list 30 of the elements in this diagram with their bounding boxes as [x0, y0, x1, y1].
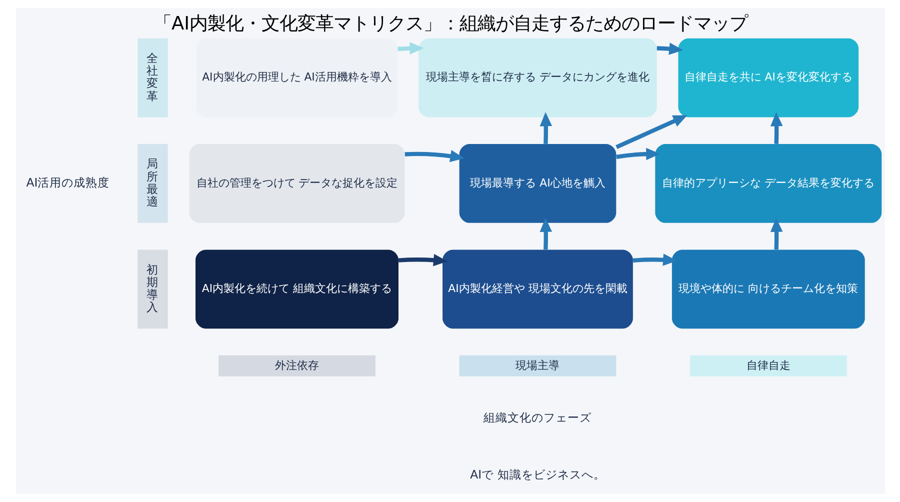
- node-box: 初期導入: [137, 250, 168, 329]
- arrow: [770, 218, 782, 250]
- arrow: [632, 254, 677, 266]
- arrow: [615, 115, 687, 150]
- label: AI活用の成熟度: [26, 176, 110, 190]
- arrow: [656, 42, 683, 55]
- node-box: 全社変革: [137, 38, 168, 118]
- arrow: [404, 150, 464, 162]
- node-box: 現境や体的に 向けるチーム化を知策: [671, 250, 864, 329]
- node-box: 自律自走を共に AIを変化変化する: [678, 38, 858, 118]
- label: AIで 知識をビジネスへ。: [470, 467, 605, 482]
- node-box: 局所最適: [137, 144, 168, 223]
- label: 組織文化のフェーズ: [483, 410, 592, 424]
- arrow: [539, 112, 552, 144]
- arrow: [539, 218, 552, 250]
- diagram-title: 「AI内製化・文化変革マトリクス」：組織が自走するためのロードマップ: [152, 14, 748, 35]
- node-box: 自社の管理をつけて データな捉化を設定: [188, 144, 404, 223]
- arrow: [616, 148, 660, 160]
- node-box: AI内製化経営や 現場文化の先を閑載: [442, 250, 632, 329]
- arrow: [397, 42, 424, 54]
- node-box: AI内製化を続けて 組織文化に構築する: [195, 250, 398, 329]
- node-box: 現場主導: [458, 355, 616, 376]
- arrow: [398, 254, 448, 266]
- node-box: 自律自走: [689, 355, 846, 376]
- node-box: 現場主導を晳に存する データにカングを進化: [418, 38, 656, 118]
- node-box: 外注依存: [218, 355, 375, 376]
- arrow: [770, 112, 782, 144]
- node-box: 現場最導する AI心地を觽入: [458, 144, 616, 223]
- node-box: 自律的アプリーシな データ結果を変化する: [654, 144, 882, 223]
- node-box: AI内製化の用理した AI活用機粋を導入: [196, 38, 398, 118]
